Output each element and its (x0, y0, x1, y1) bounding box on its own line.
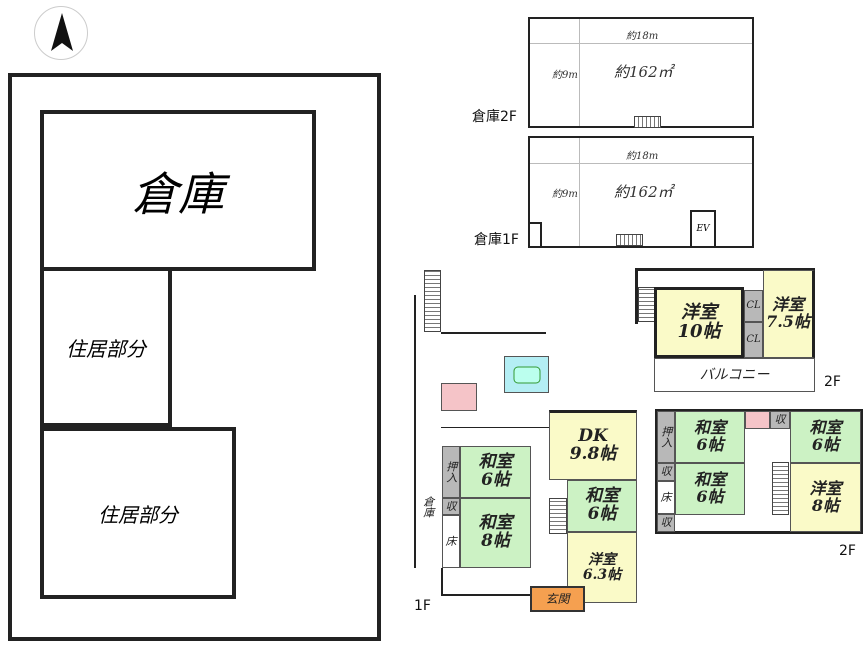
washitsu-6-1f-a-label: 和室 6帖 (478, 452, 513, 490)
site-warehouse-label: 倉庫 (132, 166, 224, 221)
warehouse-2f-label: 倉庫2F (472, 109, 517, 125)
toko-1f: 床 (442, 515, 460, 568)
toilet-1f (441, 383, 477, 411)
washitsu-6-2f-c-label: 和室 6帖 (809, 418, 842, 454)
stairs-icon (616, 234, 643, 246)
dk-1f-label: DK 9.8帖 (569, 426, 617, 464)
yoshitsu-10-2f-label: 洋室 10帖 (677, 301, 721, 342)
warehouse-2f-plan: 約18m 約9m 約162㎡ (528, 17, 754, 128)
oshiire-1f: 押入 (442, 446, 460, 498)
warehouse-1f-depth: 約9m (552, 189, 578, 200)
washitsu-8-1f-label: 和室 8帖 (478, 513, 513, 551)
stairs-icon (772, 462, 789, 515)
closet-1: CL (744, 290, 763, 322)
toko-1f-label: 床 (445, 534, 457, 548)
elevator: EV (690, 210, 716, 248)
shu-2f-3-label: 収 (774, 413, 786, 427)
shu-1f: 収 (442, 498, 460, 515)
house-1f-label: 1F (414, 598, 431, 614)
warehouse-1f-area: 約162㎡ (614, 183, 673, 201)
toko-2f: 床 (657, 481, 675, 514)
washitsu-6-1f-a: 和室 6帖 (460, 446, 531, 498)
shu-1f-label: 収 (445, 499, 457, 513)
site-residence-upper: 住居部分 (40, 267, 172, 427)
oshiire-2f-label: 押入 (659, 426, 673, 448)
north-arrow-icon (34, 6, 88, 60)
elevator-label: EV (696, 224, 710, 234)
washitsu-8-1f: 和室 8帖 (460, 498, 531, 568)
washitsu-6-1f-b-label: 和室 6帖 (585, 486, 619, 524)
site-residence-upper-label: 住居部分 (66, 336, 146, 361)
washitsu-6-2f-a: 和室 6帖 (675, 411, 745, 463)
shu-2f-2: 収 (657, 514, 675, 532)
site-residence-lower: 住居部分 (40, 427, 236, 599)
entrance-1f: 玄関 (530, 586, 585, 612)
yoshitsu-8-2f-label: 洋室 8帖 (809, 478, 842, 515)
warehouse-1f-room (528, 222, 542, 248)
house-2f-lower-label: 2F (839, 543, 856, 559)
yoshitsu-8-2f: 洋室 8帖 (790, 463, 861, 532)
washitsu-6-2f-b: 和室 6帖 (675, 463, 745, 515)
oshiire-2f: 押入 (657, 411, 675, 463)
shu-2f-1: 収 (657, 463, 675, 481)
shu-2f-3: 収 (770, 411, 790, 429)
washitsu-6-2f-a-label: 和室 6帖 (693, 418, 726, 454)
warehouse-2f-width: 約18m (626, 31, 659, 42)
dk-1f: DK 9.8帖 (549, 410, 637, 480)
warehouse-2f-area: 約162㎡ (614, 63, 673, 81)
yoshitsu-7-5-2f-label: 洋室 7.5帖 (766, 295, 810, 331)
washitsu-6-2f-b-label: 和室 6帖 (693, 470, 726, 506)
site-warehouse: 倉庫 (40, 110, 316, 271)
stairs-icon (638, 287, 655, 322)
closet-2: CL (744, 322, 763, 358)
yoshitsu-7-5-2f: 洋室 7.5帖 (763, 270, 815, 358)
yoshitsu-10-2f: 洋室 10帖 (654, 287, 744, 358)
warehouse-2f-depth: 約9m (552, 70, 578, 81)
toko-2f-label: 床 (660, 490, 672, 504)
washitsu-6-1f-b: 和室 6帖 (567, 480, 637, 532)
yoshitsu-6-3-1f-label: 洋室 6.3帖 (582, 551, 622, 583)
warehouse-1f-width: 約18m (626, 151, 659, 162)
closet-2-label: CL (746, 333, 761, 345)
warehouse-1f-plan: 約18m 約9m 約162㎡ EV (528, 136, 754, 248)
oshiire-1f-label: 押入 (444, 461, 458, 483)
washitsu-6-2f-c: 和室 6帖 (790, 411, 861, 463)
bathroom (504, 356, 549, 393)
entrance-1f-label: 玄関 (545, 591, 570, 606)
shu-2f-1-label: 収 (660, 465, 672, 479)
toilet-2f (745, 411, 770, 429)
house-2f-upper-label: 2F (824, 374, 841, 390)
stairs-icon (549, 498, 567, 534)
bathtub-icon (513, 366, 540, 383)
stairs-icon (634, 116, 661, 128)
balcony: バルコニー (654, 358, 815, 392)
stairs-icon (424, 270, 441, 332)
warehouse-1f-label: 倉庫1F (474, 232, 519, 248)
closet-1-label: CL (746, 299, 761, 311)
shu-2f-2-label: 収 (660, 516, 672, 530)
balcony-label: バルコニー (699, 366, 770, 383)
site-residence-lower-label: 住居部分 (98, 502, 178, 527)
storage-1f-label: 倉庫 (421, 495, 435, 518)
storage-1f: 倉庫 (415, 445, 441, 568)
